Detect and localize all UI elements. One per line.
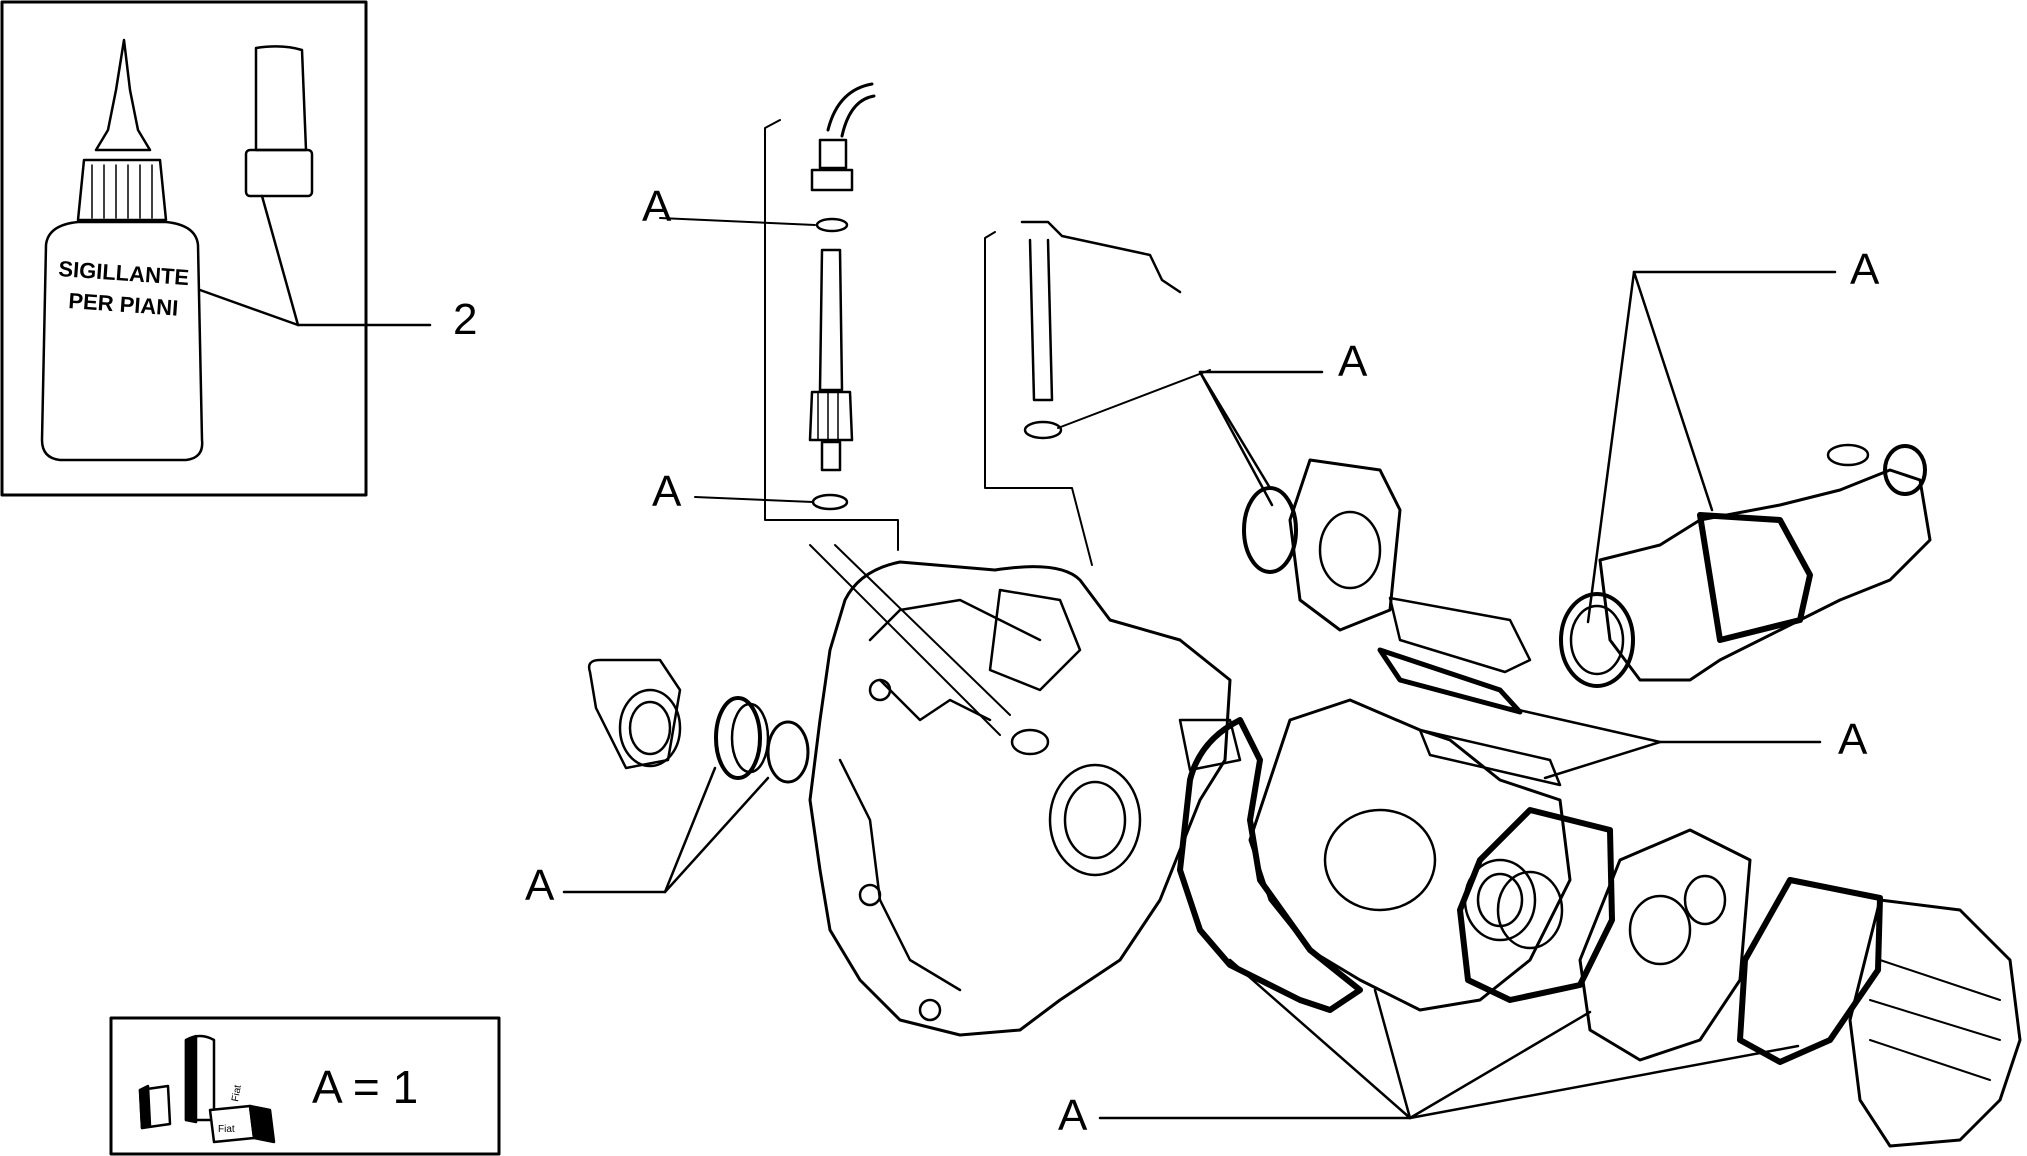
legend-box: Fiat Fiat [109, 1016, 501, 1156]
part-number-2: 2 [453, 295, 478, 344]
callout-a-shift-rod: A [1338, 337, 1368, 386]
legend-text: A = 1 [312, 1061, 419, 1113]
flange-centre [1242, 458, 1562, 787]
gasket-rear-plate [1457, 807, 1615, 1003]
gasket-end-cover [1737, 877, 1883, 1065]
callout-a-top-right: A [1850, 245, 1880, 294]
callout-a-left-seal: A [525, 861, 555, 910]
callout-a-speedo-top: A [642, 182, 672, 231]
callout-a-bottom-gaskets: A [1058, 1091, 1088, 1140]
right-output-assembly [1559, 443, 1932, 688]
bottle-label-line1: SIGILLANTE [58, 256, 190, 290]
callout-a-mid-right: A [1838, 715, 1868, 764]
gearbox-main-housing [808, 560, 1242, 1037]
callout-a-speedo-bottom: A [652, 467, 682, 516]
speedometer-drive-assembly [659, 82, 1011, 736]
shift-rod-assembly [984, 220, 1211, 566]
leader-lines [1098, 270, 1837, 1120]
end-plate [1578, 828, 1752, 1062]
sealant-inset: SIGILLANTE PER PIANI [0, 0, 432, 497]
end-cover [1848, 898, 2022, 1148]
left-bearing-seal [562, 658, 810, 894]
intermediate-housing [1248, 698, 1572, 1012]
large-gasket-left [1177, 717, 1363, 1013]
legend-box-label-1: Fiat [230, 1084, 244, 1103]
legend-box-label-2: Fiat [218, 1124, 235, 1135]
bottle-label-line2: PER PIANI [68, 288, 180, 321]
